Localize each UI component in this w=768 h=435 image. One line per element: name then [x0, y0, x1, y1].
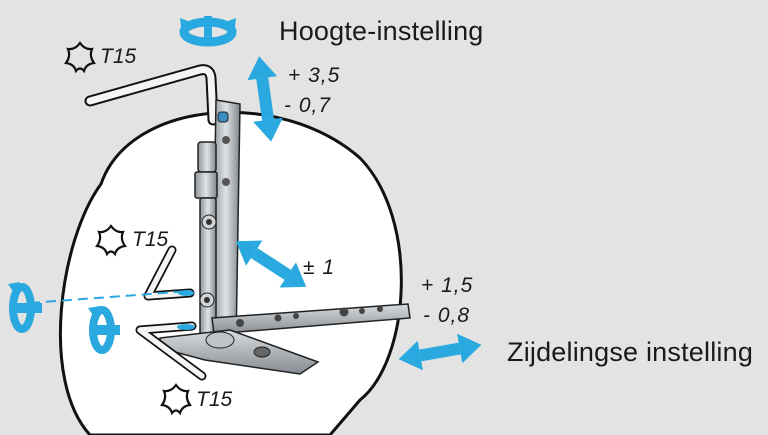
alignment-dashed-line [29, 290, 191, 304]
torx-icon [64, 41, 96, 74]
rotate-arrow-icon [8, 282, 42, 333]
torx-icon [160, 383, 192, 416]
horizontal-hinge-arm [211, 303, 411, 335]
lateral-adjustment-label: Zijdelingse instelling [507, 337, 754, 367]
lateral-minus-value: - 0,8 [423, 304, 471, 327]
torx-icon [95, 224, 127, 257]
double-arrow-icon [235, 240, 307, 288]
tool-label-middle: T15 [132, 228, 169, 251]
double-arrow-icon [398, 333, 482, 371]
height-minus-value: - 0,7 [284, 94, 332, 117]
tool-label-bottom: T15 [196, 388, 233, 411]
double-arrow-icon [247, 56, 283, 142]
rotate-arrow-icon [88, 306, 120, 354]
height-adjustment-label: Hoogte-instelling [279, 16, 484, 46]
middle-value: ± 1 [303, 256, 336, 279]
lateral-plus-value: + 1,5 [421, 274, 474, 297]
rotate-arrow-icon [179, 16, 237, 47]
tool-label-top: T15 [100, 45, 137, 68]
hex-key-lower [135, 321, 207, 381]
height-plus-value: + 3,5 [288, 64, 341, 87]
hinge-pin-body [194, 141, 218, 339]
hex-key-top [84, 64, 219, 126]
vertical-hinge-plate [211, 99, 241, 346]
